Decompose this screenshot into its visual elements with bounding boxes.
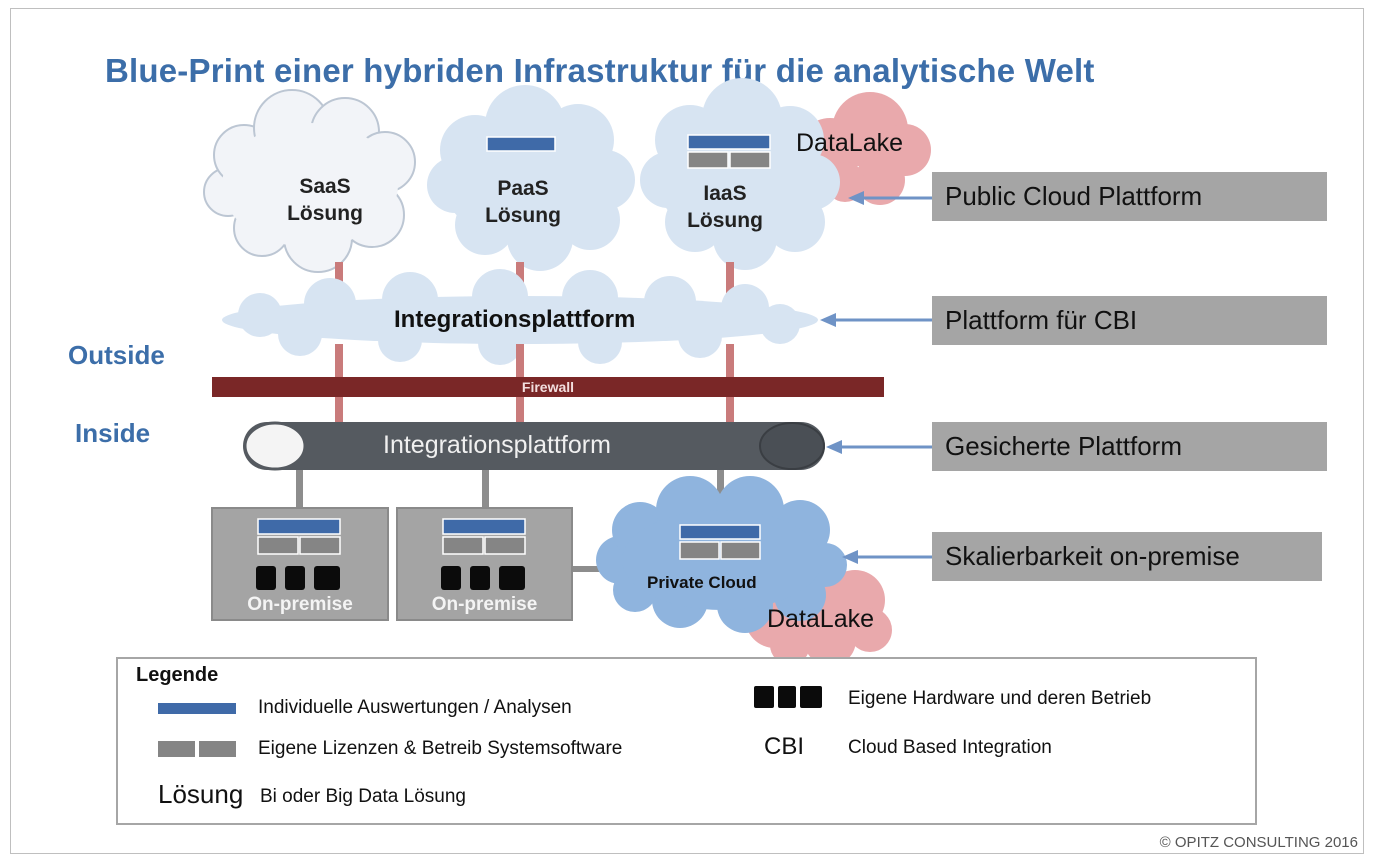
legend-item-hardware: Eigene Hardware und deren Betrieb — [848, 688, 1152, 709]
paas-label-line2: Lösung — [485, 204, 561, 227]
legend-item-analyses: Individuelle Auswertungen / Analysen — [258, 697, 572, 718]
saas-label-line2: Lösung — [287, 202, 363, 225]
saas-label: SaaS Lösung — [280, 173, 370, 227]
side-label-cbi-platform: Plattform für CBI — [932, 296, 1327, 345]
legend-item-cbi: Cloud Based Integration — [848, 737, 1052, 758]
side-arrows — [820, 191, 932, 564]
private-cloud-stack-icon — [679, 524, 761, 560]
onpremise-label-2: On-premise — [431, 594, 538, 615]
iaas-cloud — [640, 78, 840, 270]
integration-cloud-outside — [222, 269, 818, 365]
legend-gray-bars-icon — [158, 741, 236, 757]
paas-analysis-bar-icon — [486, 136, 556, 152]
onpremise-box-2 — [396, 507, 573, 621]
legend-item-loesung: Bi oder Big Data Lösung — [260, 786, 466, 807]
legend-item-licenses: Eigene Lizenzen & Betreib Systemsoftware — [258, 738, 623, 759]
paas-label: PaaS Lösung — [478, 175, 568, 229]
iaas-label-line2: Lösung — [687, 209, 763, 232]
onpremise-box-1 — [211, 507, 389, 621]
datalake-bottom-label: DataLake — [767, 605, 875, 633]
integration-platform-inside — [243, 421, 825, 471]
firewall-label: Firewall — [521, 379, 575, 395]
legend-symbol-loesung: Lösung — [158, 779, 244, 809]
iaas-stack-icon — [687, 134, 771, 169]
onpremise-label-1: On-premise — [247, 594, 353, 615]
side-label-scalability: Skalierbarkeit on-premise — [932, 532, 1322, 581]
side-label-public-cloud: Public Cloud Plattform — [932, 172, 1327, 221]
private-cloud-label: Private Cloud — [647, 573, 757, 592]
legend-symbol-cbi: CBI — [764, 733, 805, 760]
paas-label-line1: PaaS — [497, 177, 549, 200]
legend-hardware-icon — [754, 686, 822, 708]
iaas-label-line1: IaaS — [703, 182, 747, 205]
onpremise-connectors — [296, 470, 724, 572]
diagram-frame — [10, 8, 1364, 854]
legend-blue-bar-icon — [158, 703, 236, 714]
saas-label-line1: SaaS — [299, 175, 351, 198]
datalake-top-label: DataLake — [796, 129, 904, 157]
firewall-bar — [212, 377, 884, 397]
zone-inside-label: Inside — [75, 418, 151, 448]
zone-outside-label: Outside — [68, 340, 165, 370]
paas-cloud — [427, 85, 635, 271]
legend-box — [116, 657, 1257, 825]
copyright-notice: © OPITZ CONSULTING 2016 — [1159, 834, 1358, 851]
legend-title: Legende — [136, 664, 219, 686]
iaas-label: IaaS Lösung — [680, 180, 770, 234]
side-label-secured-platform: Gesicherte Plattform — [932, 422, 1327, 471]
integration-outside-label: Integrationsplattform — [394, 306, 636, 333]
page-title: Blue-Print einer hybriden Infrastruktur … — [105, 52, 1095, 89]
integration-inside-label: Integrationsplattform — [383, 431, 611, 459]
